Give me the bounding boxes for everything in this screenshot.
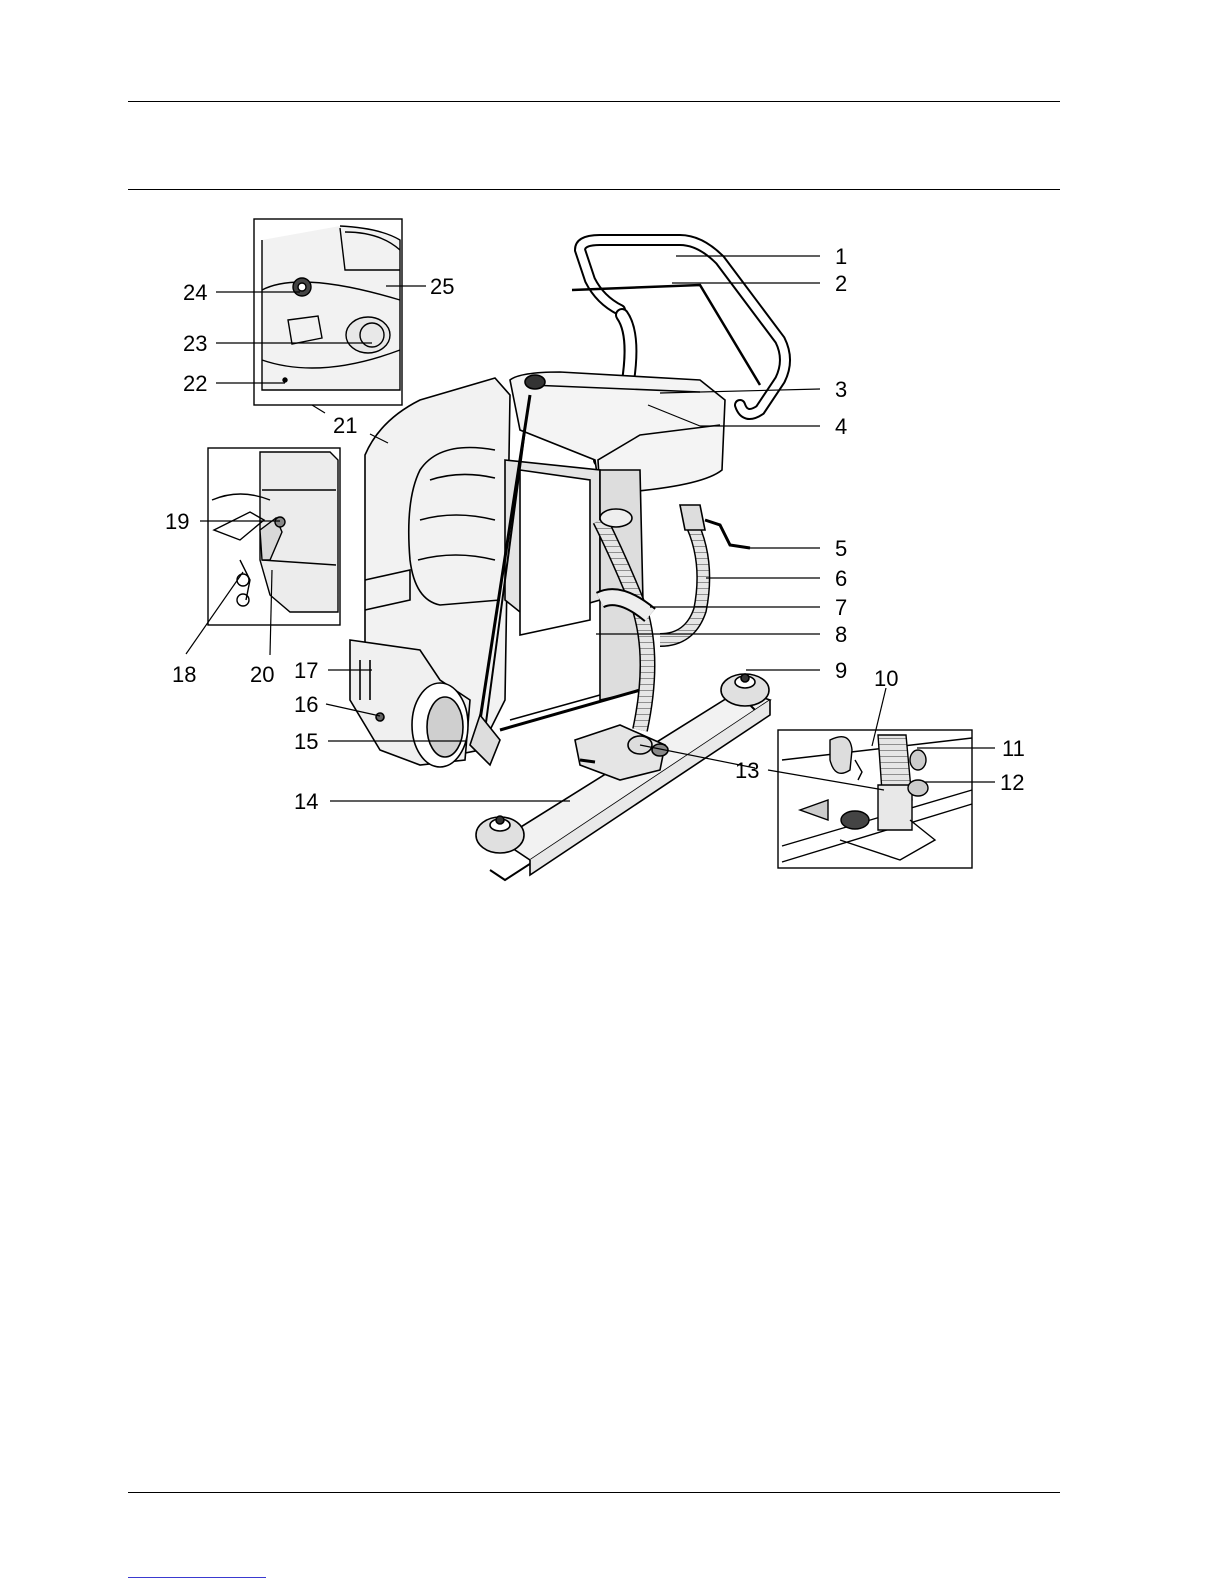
callout-8: 8 <box>835 622 847 647</box>
callout-17: 17 <box>294 658 318 683</box>
callout-23: 23 <box>183 331 207 356</box>
footer-link-underline[interactable] <box>128 1577 266 1578</box>
callout-4: 4 <box>835 414 847 439</box>
callout-19: 19 <box>165 509 189 534</box>
callout-22: 22 <box>183 371 207 396</box>
callout-6: 6 <box>835 566 847 591</box>
callout-2: 2 <box>835 271 847 296</box>
inset-left-detail <box>208 448 340 625</box>
callout-3: 3 <box>835 377 847 402</box>
callout-21: 21 <box>333 413 357 438</box>
callout-18: 18 <box>172 662 196 687</box>
callout-5: 5 <box>835 536 847 561</box>
callout-9: 9 <box>835 658 847 683</box>
callout-16: 16 <box>294 692 318 717</box>
callout-13: 13 <box>735 758 759 783</box>
inset-top-detail <box>254 219 402 405</box>
callout-20: 20 <box>250 662 274 687</box>
callout-25: 25 <box>430 274 454 299</box>
callout-14: 14 <box>294 789 318 814</box>
callout-15: 15 <box>294 729 318 754</box>
inset-right-detail <box>778 730 972 868</box>
callout-1: 1 <box>835 244 847 269</box>
callout-11: 11 <box>1002 736 1025 761</box>
footer-rule <box>128 1492 1060 1493</box>
callout-24: 24 <box>183 280 207 305</box>
callout-12: 12 <box>1000 770 1024 795</box>
machine-body <box>350 240 785 880</box>
callout-10: 10 <box>874 666 898 691</box>
callout-7: 7 <box>835 595 847 620</box>
